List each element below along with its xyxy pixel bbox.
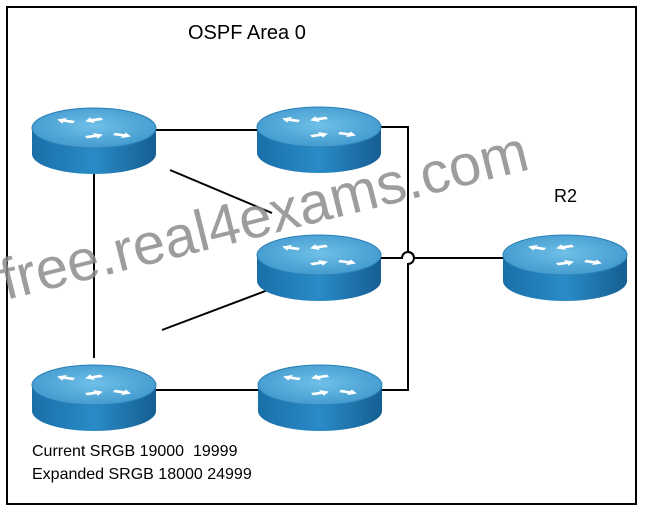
router-center xyxy=(256,234,382,301)
router-icon xyxy=(256,234,382,301)
router-icon xyxy=(31,364,157,431)
router-bottom-middle xyxy=(257,364,383,431)
router-r2-label: R2 xyxy=(554,186,578,206)
router-r2 xyxy=(502,234,628,301)
link-bottom-left-center xyxy=(161,289,269,331)
router-icon xyxy=(257,364,383,431)
link-top-left-center xyxy=(169,169,273,214)
diagram-frame xyxy=(6,6,637,505)
router-icon xyxy=(502,234,628,301)
link-center-r2 xyxy=(378,251,508,259)
current-srgb-label: Current SRGB 19000 19999 xyxy=(32,443,238,460)
router-icon xyxy=(31,107,157,174)
router-icon xyxy=(256,106,382,173)
area-title: OSPF Area 0 xyxy=(188,22,306,44)
expanded-srgb-label: Expanded SRGB 18000 24999 xyxy=(32,466,252,483)
connection-lines xyxy=(93,126,508,391)
router-top-left xyxy=(31,107,157,174)
router-bottom-left xyxy=(31,364,157,431)
router-top-middle xyxy=(256,106,382,173)
